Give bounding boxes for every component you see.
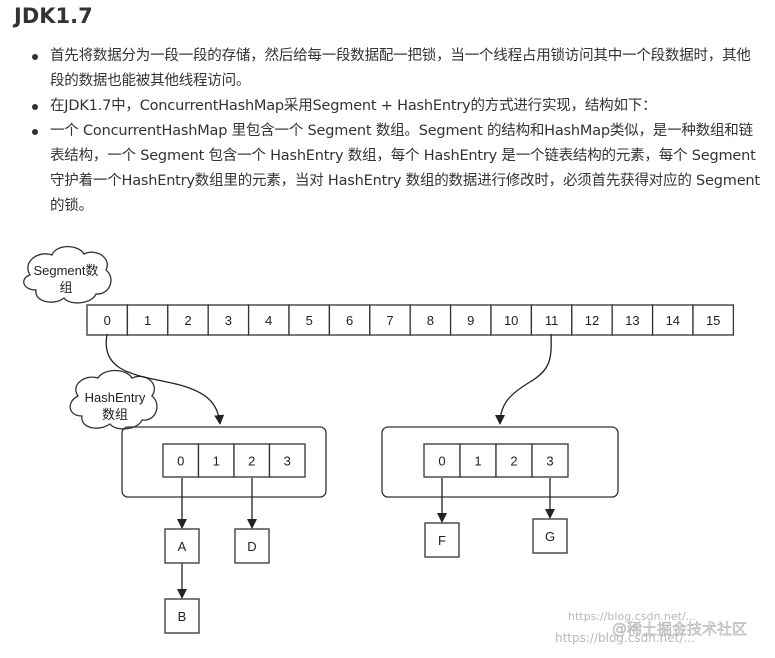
bullet-item: 首先将数据分为一段一段的存储，然后给每一段数据配一把锁，当一个线程占用锁访问其中… [30,44,760,94]
segment-cloud-label-2: 组 [59,280,72,295]
segment-cell-label: 3 [225,313,232,328]
segment-cell [126,304,169,336]
right-entry-cell-label: 0 [438,454,445,469]
segment-cell-label: 7 [386,313,393,328]
node-d: D [234,528,270,564]
segment-cell-label: 15 [706,313,720,328]
watermark-blog-top: https://blog.csdn.net/... [568,610,696,623]
left-entry-cell-label: 3 [284,454,291,469]
bullet-item: 一个 ConcurrentHashMap 里包含一个 Segment 数组。Se… [30,119,760,219]
segment-cell [167,304,209,336]
node-g: G [532,518,568,554]
segment-cell [651,304,694,336]
segment-cell-label: 9 [467,313,474,328]
right-entry-cell-label: 1 [474,454,481,469]
hashentry-cloud: HashEntry 数组 [69,369,158,430]
node-b: B [164,598,200,634]
segment-cell-label: 4 [265,313,272,328]
segment-cell-label: 10 [504,313,518,328]
segment-cell-label: 2 [184,313,191,328]
watermark-blog-bottom: https://blog.csdn.net/... [555,631,695,645]
segment-cloud-label-1: Segment数 [33,263,98,278]
segment-cell-label: 5 [306,313,313,328]
segment-container-right [381,426,619,498]
segment-cell [490,304,533,336]
node-a: A [164,528,200,564]
segment-cell-label: 0 [104,313,111,328]
segment-cell-label: 8 [427,313,434,328]
segment-container-left [121,426,327,498]
right-entry-cell-label: 3 [546,454,553,469]
left-entry-cell-label: 1 [213,454,220,469]
left-entry-cell-label: 2 [248,454,255,469]
segment-cell-label: 12 [585,313,599,328]
node-f: F [424,522,460,558]
segment-cell [409,304,452,336]
segment-cell [530,304,573,336]
node-b-label: B [178,609,187,624]
node-f-label: F [438,533,446,548]
right-entry-cell [459,443,497,478]
hashentry-cloud-label-1: HashEntry [85,390,146,405]
right-entry-cell [531,443,569,478]
segment-cell [611,304,654,336]
node-g-label: G [545,529,555,544]
bullet-item: 在JDK1.7中，ConcurrentHashMap采用Segment + Ha… [30,94,760,119]
segment-cell [86,304,129,336]
hashentry-array-left: 0 1 2 3 [162,443,306,478]
left-entry-cell [268,443,306,478]
arrow-segment11-to-entries [495,333,552,425]
segment-cell [328,304,371,336]
hashentry-array-right: 0 1 2 3 [423,443,569,478]
page-title: JDK1.7 [14,4,93,28]
arrow-segment0-to-entries [105,333,225,425]
bullet-list: 首先将数据分为一段一段的存储，然后给每一段数据配一把锁，当一个线程占用锁访问其中… [30,44,760,219]
segment-cell [207,304,250,336]
right-entry-cell-label: 2 [510,454,517,469]
left-entry-cell [197,443,235,478]
node-d-label: D [247,539,256,554]
segment-cell-label: 6 [346,313,353,328]
segment-cell-label: 13 [625,313,639,328]
left-entry-cell-label: 0 [177,454,184,469]
watermark-juejin: @稀土掘金技术社区 [612,620,747,638]
segment-cell-label: 1 [144,313,151,328]
segment-cell [692,304,735,336]
segment-cloud: Segment数 组 [23,245,112,304]
segment-cell-label: 11 [545,313,559,328]
hashentry-cloud-label-2: 数组 [102,407,128,422]
left-entry-cell [233,443,271,478]
node-a-label: A [178,539,187,554]
segment-cell-label: 14 [666,313,680,328]
